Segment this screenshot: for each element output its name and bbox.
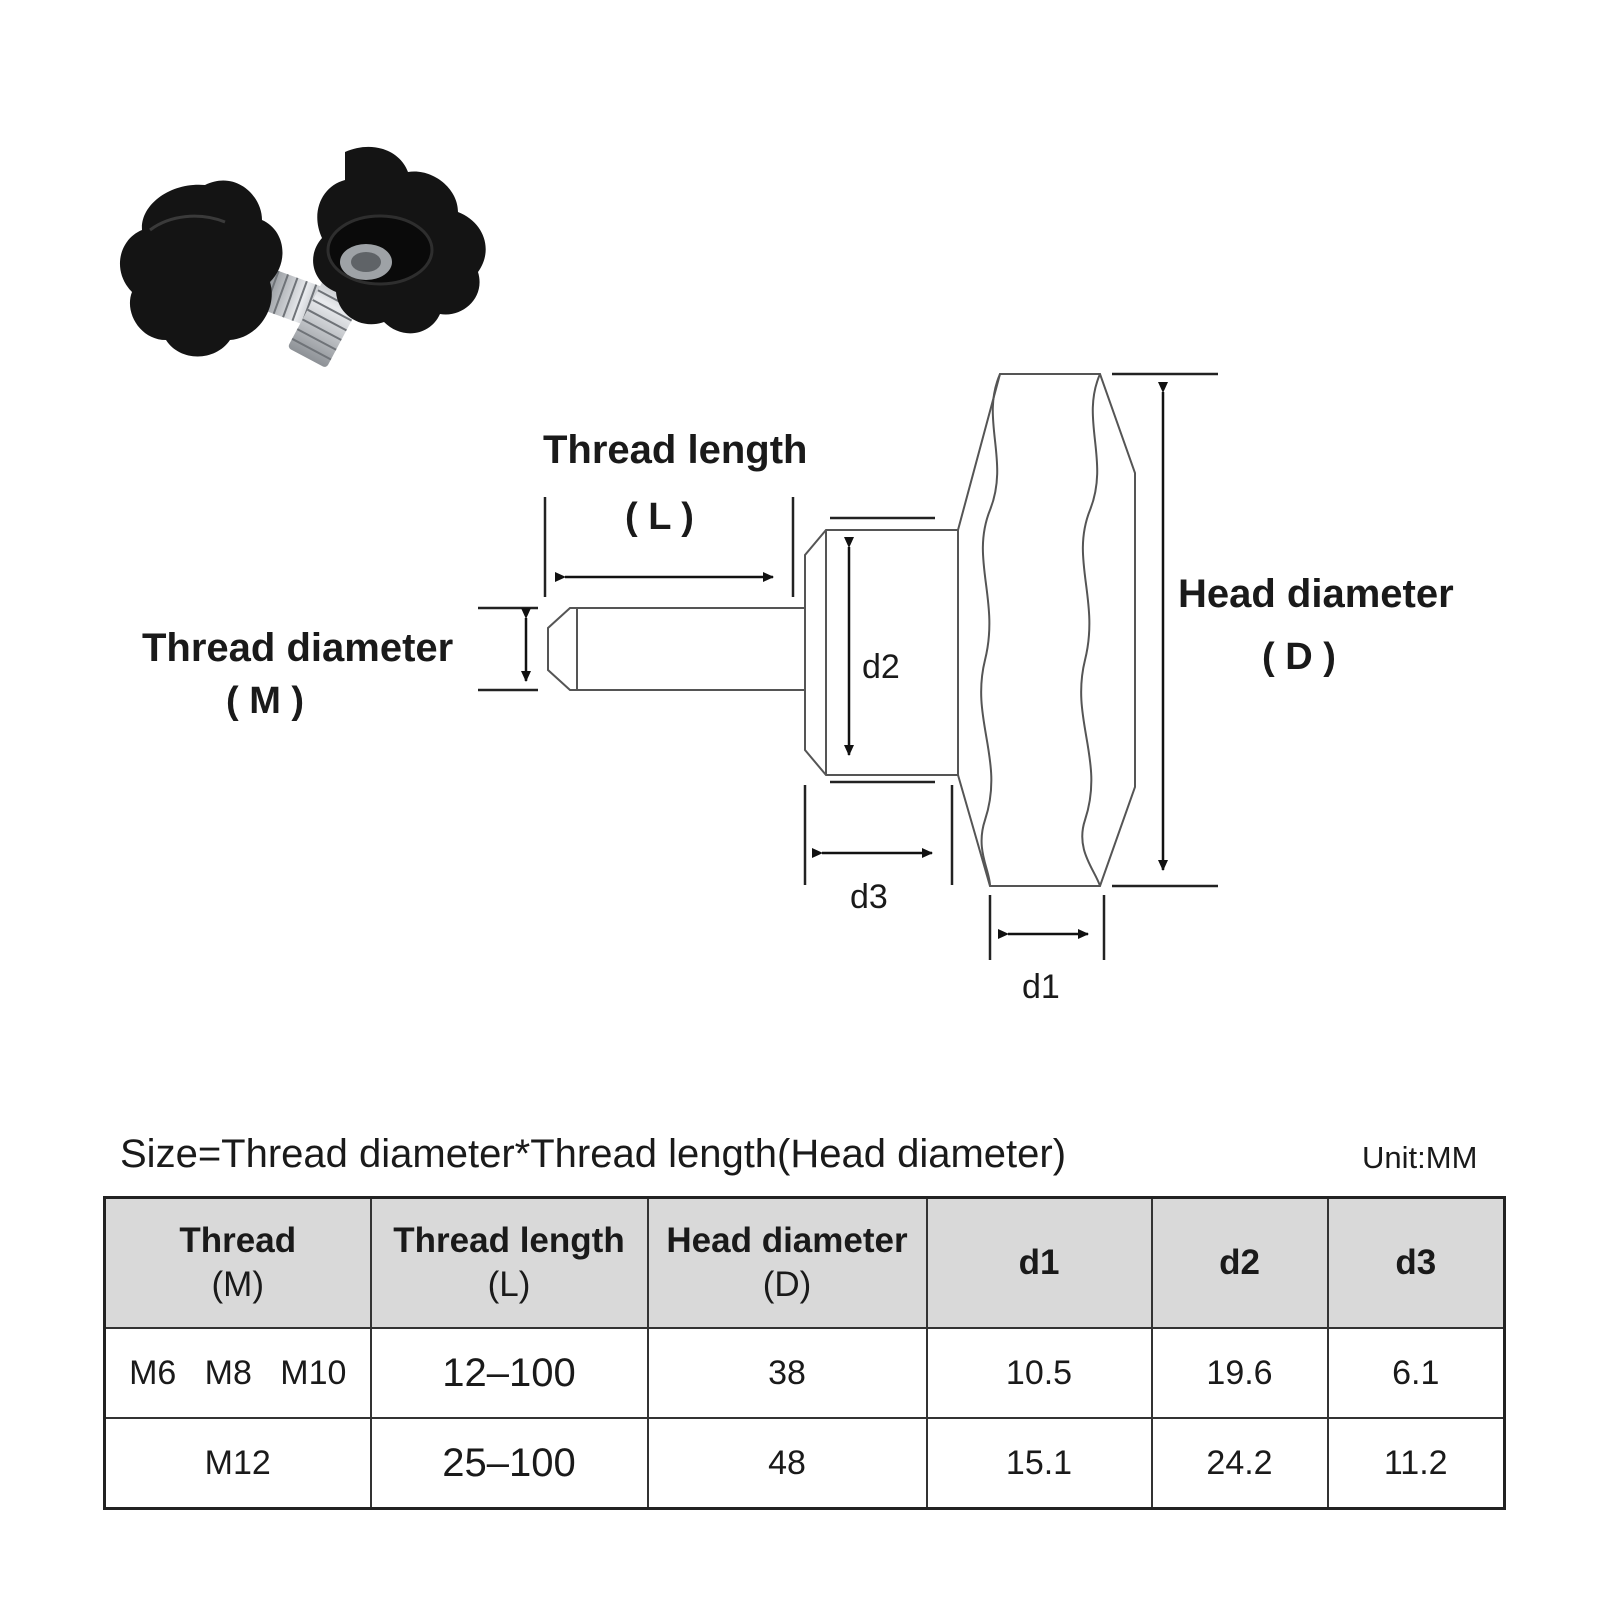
dimension-drawing [119,146,1218,960]
header-d1: d1 [925,1196,1153,1329]
thread-shape [547,607,805,691]
header-title: Thread length [393,1221,625,1260]
cell-d2: 19.6 [1150,1327,1329,1419]
unit-label: Unit:MM [1362,1140,1478,1175]
header-sub: (M) [211,1265,264,1304]
cell-d2: 24.2 [1150,1417,1329,1510]
header-d2: d2 [1150,1196,1329,1329]
head-diameter-label: Head diameter [1178,572,1454,616]
technical-diagram: Thread length ( L ) Thread diameter ( M … [119,146,1454,1006]
extension-lines [478,372,1218,960]
head-shape [957,373,1136,887]
header-title: Head diameter [666,1221,908,1260]
thread-diameter-symbol: ( M ) [226,680,305,722]
product-photo [119,146,486,367]
spec-table: Thread (M) Thread length (L) Head diameter… [103,1196,1506,1510]
cell-d3: 6.1 [1326,1327,1506,1419]
header-sub: (L) [487,1265,531,1304]
header-sub: (D) [762,1265,812,1304]
cell-thread: M6 M8 M10 [103,1327,372,1419]
cell-head-diameter: 48 [646,1417,928,1510]
dimension-arrows [521,382,1168,939]
header-head-diameter: Head diameter (D) [646,1196,928,1329]
d1-label: d1 [1022,968,1060,1006]
header-title: d1 [1018,1243,1060,1282]
header-title: Thread [179,1221,297,1260]
cell-thread-length: 25–100 [369,1417,649,1510]
collar-shape [804,529,958,776]
table-row: M6 M8 M10 12–100 38 10.5 19.6 6.1 [103,1327,1506,1419]
header-thread: Thread (M) [103,1196,372,1329]
thread-length-label: Thread length [543,428,808,472]
size-formula-title: Size=Thread diameter*Thread length(Head … [120,1132,1067,1176]
header-thread-length: Thread length (L) [369,1196,649,1329]
header-d3: d3 [1326,1196,1506,1329]
cell-thread: M12 [103,1417,372,1510]
cell-thread-length: 12–100 [369,1327,649,1419]
d3-label: d3 [850,878,888,916]
table-header-row: Thread (M) Thread length (L) Head diameter… [103,1196,1506,1329]
cell-d1: 15.1 [925,1417,1153,1510]
cell-d1: 10.5 [925,1327,1153,1419]
cell-head-diameter: 38 [646,1327,928,1419]
cell-d3: 11.2 [1326,1417,1506,1510]
table-row: M12 25–100 48 15.1 24.2 11.2 [103,1417,1506,1510]
head-diameter-symbol: ( D ) [1262,636,1336,678]
knob-profile [547,373,1136,887]
thread-length-symbol: ( L ) [625,496,694,538]
knob-head-back [119,180,283,357]
header-title: d3 [1395,1243,1437,1282]
d2-label: d2 [862,648,900,686]
header-title: d2 [1219,1243,1260,1282]
thread-diameter-label: Thread diameter [142,626,454,670]
